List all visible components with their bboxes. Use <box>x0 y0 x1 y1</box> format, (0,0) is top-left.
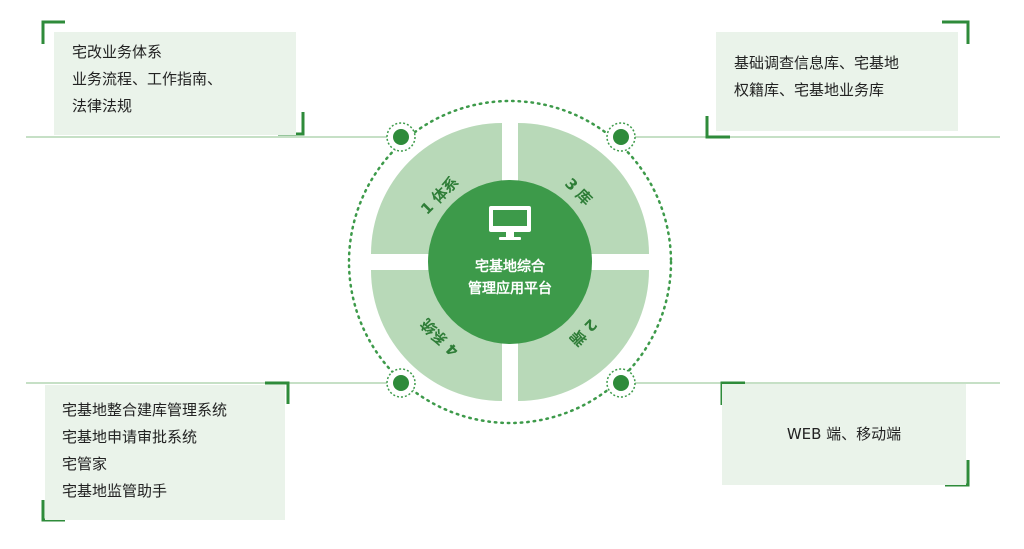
info-box-text: 业务流程、工作指南、 <box>72 70 223 88</box>
info-box-text: 宅管家 <box>62 455 108 473</box>
center-title: 宅基地综合 管理应用平台 <box>440 256 580 300</box>
info-box-text: 基础调查信息库、宅基地 <box>734 54 900 72</box>
info-box-bottom-right: WEB 端、移动端 <box>722 384 966 485</box>
info-box-text: 宅基地整合建库管理系统 <box>62 401 228 419</box>
info-box-text: WEB 端、移动端 <box>786 425 902 443</box>
outer-dotted-ring <box>347 99 673 425</box>
node-dot-top-left <box>386 122 416 152</box>
info-box-text: 权籍库、宅基地业务库 <box>734 81 885 99</box>
center-disc <box>428 180 592 344</box>
info-box-text: 法律法规 <box>72 97 133 115</box>
info-box-top-right: 基础调查信息库、宅基地 权籍库、宅基地业务库 <box>716 32 958 131</box>
info-box-text: 宅基地监管助手 <box>62 482 168 500</box>
node-dot-bottom-left <box>386 368 416 398</box>
info-box-top-left: 宅改业务体系 业务流程、工作指南、 法律法规 <box>54 32 296 135</box>
node-dot-bottom-right <box>606 368 636 398</box>
info-box-text: 宅改业务体系 <box>72 43 163 61</box>
center-title-line-2: 管理应用平台 <box>468 281 552 297</box>
monitor-icon <box>489 206 531 240</box>
info-box-bottom-left: 宅基地整合建库管理系统 宅基地申请审批系统 宅管家 宅基地监管助手 <box>45 385 285 520</box>
center-title-line-1: 宅基地综合 <box>475 259 545 275</box>
info-box-text: 宅基地申请审批系统 <box>62 428 198 446</box>
node-dot-top-right <box>606 122 636 152</box>
